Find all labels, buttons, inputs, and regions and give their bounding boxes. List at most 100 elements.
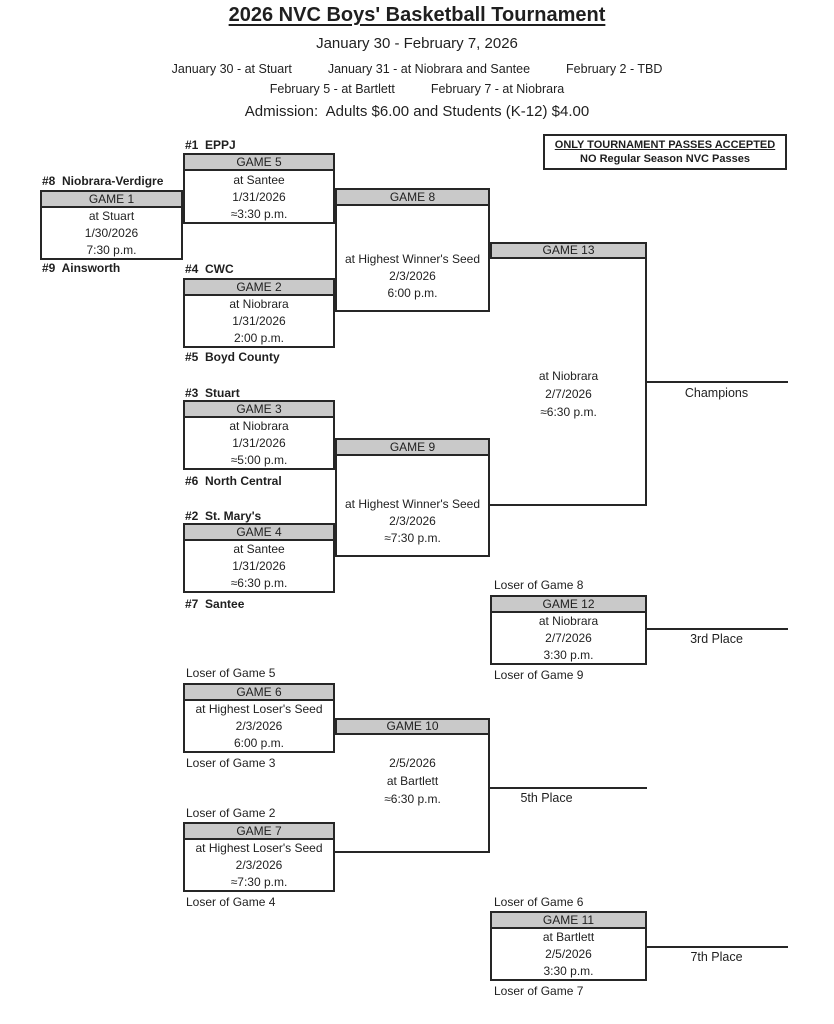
game-10-time: ≈6:30 p.m. — [384, 792, 441, 806]
game-9-date: 2/3/2026 — [389, 513, 436, 528]
game-5-box: GAME 5 at Santee 1/31/2026 ≈3:30 p.m. — [183, 153, 335, 224]
game-12-header: GAME 12 — [492, 597, 645, 613]
loser-of-game-3-label: Loser of Game 3 — [186, 756, 276, 770]
seed-label-6: #6 North Central — [185, 474, 282, 488]
game-8-venue: at Highest Winner's Seed — [344, 251, 481, 266]
passes-notice-box: ONLY TOURNAMENT PASSES ACCEPTED NO Regul… — [543, 134, 787, 170]
seventh-place-label: 7th Place — [690, 950, 743, 964]
page-title: 2026 NVC Boys' Basketball Tournament — [228, 4, 606, 26]
game-9-header: GAME 9 — [337, 440, 488, 456]
game-11-time: 3:30 p.m. — [543, 963, 594, 978]
game-7-date: 2/3/2026 — [235, 858, 283, 872]
loser-of-game-9-label: Loser of Game 9 — [494, 668, 584, 682]
game-8-time: 6:00 p.m. — [387, 285, 438, 300]
seed-label-9: #9 Ainsworth — [42, 261, 121, 275]
game-5-header: GAME 5 — [185, 155, 333, 171]
game-12-time: 3:30 p.m. — [543, 647, 594, 662]
game-8-box: GAME 8 at Highest Winner's Seed 2/3/2026… — [335, 188, 490, 312]
game-6-time: 6:00 p.m. — [233, 735, 285, 750]
connector-fifth-place-line — [488, 787, 647, 789]
game-13-header: GAME 13 — [490, 242, 647, 259]
game-2-box: GAME 2 at Niobrara 1/31/2026 2:00 p.m. — [183, 278, 335, 348]
game-3-header: GAME 3 — [185, 402, 333, 418]
game-7-box: GAME 7 at Highest Loser's Seed 2/3/2026 … — [183, 822, 335, 892]
game-13-time: ≈6:30 p.m. — [540, 405, 597, 419]
game-7-time: ≈7:30 p.m. — [230, 874, 288, 889]
game-11-venue: at Bartlett — [542, 930, 595, 945]
third-place-label: 3rd Place — [690, 632, 743, 646]
game-4-box: GAME 4 at Santee 1/31/2026 ≈6:30 p.m. — [183, 523, 335, 593]
game-10-date: 2/5/2026 — [389, 756, 436, 770]
venue-feb7: February 7 - at Niobrara — [430, 82, 565, 96]
game-7-header: GAME 7 — [185, 824, 333, 840]
game-12-date: 2/7/2026 — [545, 631, 592, 645]
game-3-box: GAME 3 at Niobrara 1/31/2026 ≈5:00 p.m. — [183, 400, 335, 470]
game-9-box: GAME 9 at Highest Winner's Seed 2/3/2026… — [335, 438, 490, 557]
game-2-venue: at Niobrara — [229, 297, 289, 312]
game-9-spacer — [337, 456, 488, 495]
game-10-info: 2/5/2026 at Bartlett ≈6:30 p.m. — [335, 754, 490, 808]
game-10-venue: at Bartlett — [386, 774, 439, 788]
game-3-date: 1/31/2026 — [232, 436, 286, 450]
loser-of-game-6-label: Loser of Game 6 — [494, 895, 584, 909]
game-13-date: 2/7/2026 — [545, 387, 592, 401]
game-8-spacer — [337, 206, 488, 250]
connector-game10-vertical — [488, 735, 490, 853]
loser-of-game-5-label: Loser of Game 5 — [186, 666, 276, 680]
game-3-venue: at Niobrara — [229, 419, 289, 434]
game-4-time: ≈6:30 p.m. — [230, 575, 288, 590]
connector-game7-out — [335, 851, 490, 853]
game-9-time: ≈7:30 p.m. — [384, 530, 441, 545]
game-4-date: 1/31/2026 — [232, 559, 286, 573]
game-8-header: GAME 8 — [337, 190, 488, 206]
game-6-header: GAME 6 — [185, 685, 333, 701]
seed-label-3: #3 Stuart — [185, 386, 240, 400]
game-2-header: GAME 2 — [185, 280, 333, 296]
game-1-venue: at Stuart — [88, 209, 135, 224]
game-4-venue: at Santee — [233, 542, 285, 557]
game-12-venue: at Niobrara — [538, 614, 599, 629]
game-5-date: 1/31/2026 — [232, 189, 286, 204]
game-13-info: at Niobrara 2/7/2026 ≈6:30 p.m. — [490, 367, 647, 421]
venue-line-1: January 30 - at Stuart January 31 - at N… — [0, 62, 834, 76]
venue-jan31: January 31 - at Niobrara and Santee — [327, 62, 531, 76]
venue-line-2: February 5 - at Bartlett February 7 - at… — [0, 82, 834, 96]
game-10-header: GAME 10 — [335, 718, 490, 735]
game-6-venue: at Highest Loser's Seed — [195, 702, 323, 717]
champions-label: Champions — [684, 386, 749, 400]
game-12-box: GAME 12 at Niobrara 2/7/2026 3:30 p.m. — [490, 595, 647, 665]
loser-of-game-2-label: Loser of Game 2 — [186, 806, 276, 820]
connector-champions-line — [645, 381, 788, 383]
game-7-venue: at Highest Loser's Seed — [195, 841, 323, 856]
seed-label-5: #5 Boyd County — [185, 350, 280, 364]
loser-of-game-7-label: Loser of Game 7 — [494, 984, 584, 998]
connector-seventh-place-line — [645, 946, 788, 948]
game-11-box: GAME 11 at Bartlett 2/5/2026 3:30 p.m. — [490, 911, 647, 981]
connector-game9-out — [490, 504, 647, 506]
seed-label-4: #4 CWC — [185, 262, 234, 276]
date-range: January 30 - February 7, 2026 — [316, 35, 518, 52]
connector-third-place-line — [645, 628, 788, 630]
notice-line-2: NO Regular Season NVC Passes — [580, 153, 750, 165]
seed-label-8: #8 Niobrara-Verdigre — [42, 174, 164, 188]
seed-label-1: #1 EPPJ — [185, 138, 236, 152]
game-13-venue: at Niobrara — [538, 369, 599, 383]
game-9-venue: at Highest Winner's Seed — [344, 496, 481, 511]
game-6-date: 2/3/2026 — [235, 719, 283, 733]
game-11-date: 2/5/2026 — [545, 947, 592, 961]
game-2-date: 1/31/2026 — [232, 314, 286, 328]
game-8-date: 2/3/2026 — [389, 268, 436, 283]
game-5-time: ≈3:30 p.m. — [230, 206, 288, 221]
seed-label-2: #2 St. Mary's — [185, 509, 262, 523]
seed-label-7: #7 Santee — [185, 597, 245, 611]
venue-feb2: February 2 - TBD — [566, 62, 663, 76]
game-11-header: GAME 11 — [492, 913, 645, 929]
venue-jan30: January 30 - at Stuart — [171, 62, 292, 76]
game-5-venue: at Santee — [233, 172, 285, 187]
game-1-header: GAME 1 — [42, 192, 181, 208]
venue-feb5: February 5 - at Bartlett — [269, 82, 395, 96]
loser-of-game-8-label: Loser of Game 8 — [494, 578, 584, 592]
admission-line: Admission: Adults $6.00 and Students (K-… — [244, 103, 590, 120]
game-3-time: ≈5:00 p.m. — [230, 452, 288, 467]
